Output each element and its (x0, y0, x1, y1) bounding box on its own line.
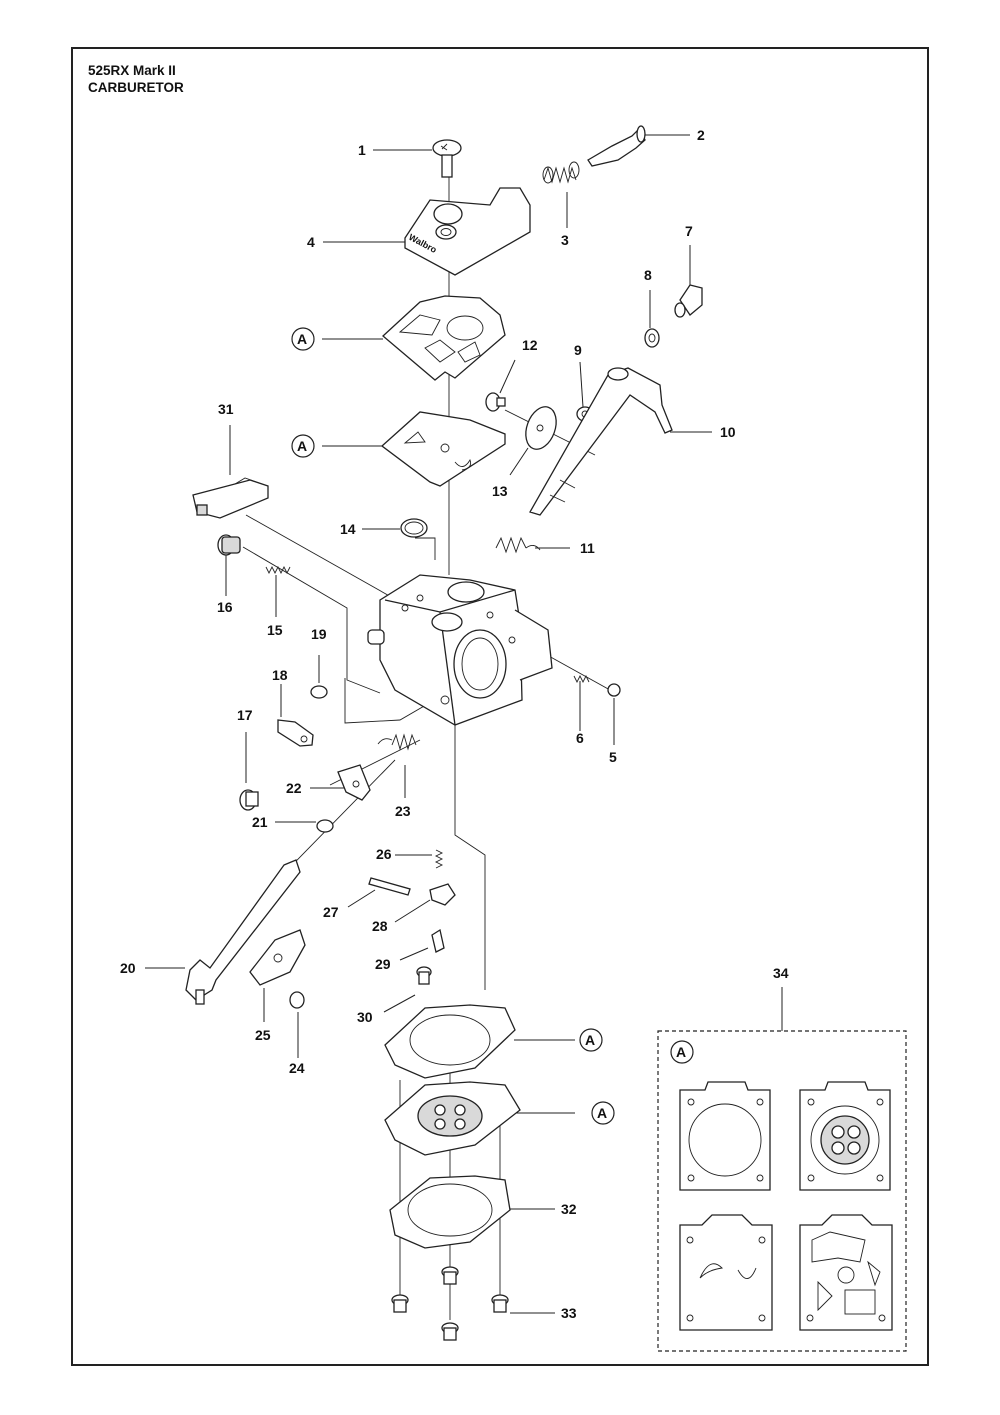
title-block: 525RX Mark II CARBURETOR (88, 62, 184, 96)
callout-3: 3 (561, 232, 569, 248)
part-15-spring (265, 565, 291, 575)
part-1-screw (432, 139, 462, 178)
part-13-throttle-valve (525, 406, 557, 450)
callout-8: 8 (644, 267, 652, 283)
callout-23: 23 (395, 803, 411, 819)
callout-1: 1 (358, 142, 366, 158)
part-14-ring (400, 518, 428, 538)
part-17-screw (239, 789, 259, 811)
part-30-screw (416, 966, 432, 985)
part-6-spring (573, 674, 590, 684)
metering-gasket (380, 411, 506, 487)
callout-6: 6 (576, 730, 584, 746)
part-7-adjuster-head (674, 284, 703, 318)
part-19-clip (310, 685, 328, 699)
callout-28: 28 (372, 918, 388, 934)
upper-pump-gasket (382, 295, 506, 381)
callout-4: 4 (307, 234, 315, 250)
kit-marker-a-5: A (676, 1044, 686, 1060)
part-16-plug (217, 534, 241, 556)
part-2-fuel-pump-plunger (587, 125, 646, 167)
callout-22: 22 (286, 780, 302, 796)
callout-5: 5 (609, 749, 617, 765)
callout-27: 27 (323, 904, 339, 920)
callout-32: 32 (561, 1201, 577, 1217)
callout-14: 14 (340, 521, 356, 537)
callout-31: 31 (218, 401, 234, 417)
callout-12: 12 (522, 337, 538, 353)
callout-24: 24 (289, 1060, 305, 1076)
kit-marker-a-4: A (597, 1105, 607, 1121)
callout-34: 34 (773, 965, 789, 981)
callout-20: 20 (120, 960, 136, 976)
part-33-screws (391, 1266, 509, 1341)
callout-18: 18 (272, 667, 288, 683)
part-29-inlet-needle (431, 928, 445, 953)
callout-26: 26 (376, 846, 392, 862)
callout-16: 16 (217, 599, 233, 615)
part-26-spring (434, 849, 444, 869)
gasket-kit-markers: A A A A A (291, 327, 694, 1125)
kit-marker-a-2: A (297, 438, 307, 454)
kit-marker-a-1: A (297, 331, 307, 347)
part-5-ball (607, 683, 621, 697)
callout-29: 29 (375, 956, 391, 972)
part-3-spring (542, 161, 580, 184)
callout-labels: 1 2 3 4 5 6 7 8 9 10 11 12 13 14 15 16 1… (120, 127, 789, 1321)
part-11-return-spring (495, 536, 541, 554)
part-12-screw (485, 392, 506, 412)
part-24-screw (289, 991, 305, 1009)
gasket-kit-34 (657, 1030, 907, 1352)
drawing-frame (71, 47, 929, 1366)
carburetor-body (367, 574, 553, 726)
callout-10: 10 (720, 424, 736, 440)
part-8-washer (644, 328, 660, 348)
part-31-bracket (192, 477, 269, 519)
part-20-choke-shaft (185, 859, 301, 1005)
callout-9: 9 (574, 342, 582, 358)
model-title: 525RX Mark II (88, 63, 176, 78)
callout-33: 33 (561, 1305, 577, 1321)
callout-13: 13 (492, 483, 508, 499)
part-27-pin (368, 877, 411, 896)
lower-metering-gasket (384, 1004, 516, 1079)
callout-2: 2 (697, 127, 705, 143)
leader-lines (145, 134, 783, 1320)
part-28-metering-lever (429, 883, 456, 906)
part-23-spring (377, 733, 417, 751)
callout-17: 17 (237, 707, 253, 723)
callout-7: 7 (685, 223, 693, 239)
callout-25: 25 (255, 1027, 271, 1043)
part-25-choke-valve (249, 929, 306, 986)
callout-15: 15 (267, 622, 283, 638)
section-title: CARBURETOR (88, 80, 184, 95)
part-18-choke-lever (277, 719, 314, 747)
part-4-pump-cover: Walbro (404, 187, 531, 276)
callout-21: 21 (252, 814, 268, 830)
kit-marker-a-3: A (585, 1032, 595, 1048)
part-22-lever (337, 764, 371, 801)
part-32-metering-cover (389, 1175, 511, 1249)
part-10-throttle-shaft (529, 367, 673, 516)
callout-30: 30 (357, 1009, 373, 1025)
part-21-washer (316, 819, 334, 833)
metering-diaphragm (384, 1081, 521, 1156)
callout-19: 19 (311, 626, 327, 642)
callout-11: 11 (580, 540, 595, 556)
